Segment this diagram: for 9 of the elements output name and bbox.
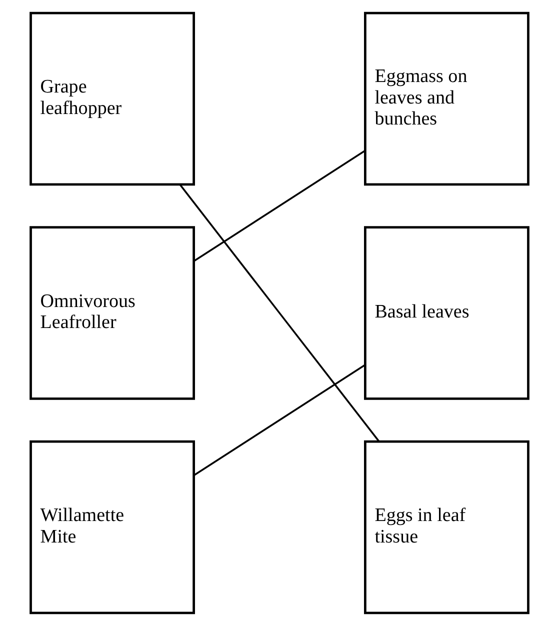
node-box: Willamette Mite	[29, 440, 194, 614]
node-box: Basal leaves	[364, 226, 529, 400]
node-box: Grape leafhopper	[29, 12, 194, 186]
node-box: Eggmass on leaves and bunches	[364, 12, 529, 186]
connector	[192, 150, 365, 262]
connector	[192, 364, 365, 476]
connector	[179, 184, 380, 442]
node-box: Eggs in leaf tissue	[364, 440, 529, 614]
node-box: Omnivorous Leafroller	[29, 226, 194, 400]
